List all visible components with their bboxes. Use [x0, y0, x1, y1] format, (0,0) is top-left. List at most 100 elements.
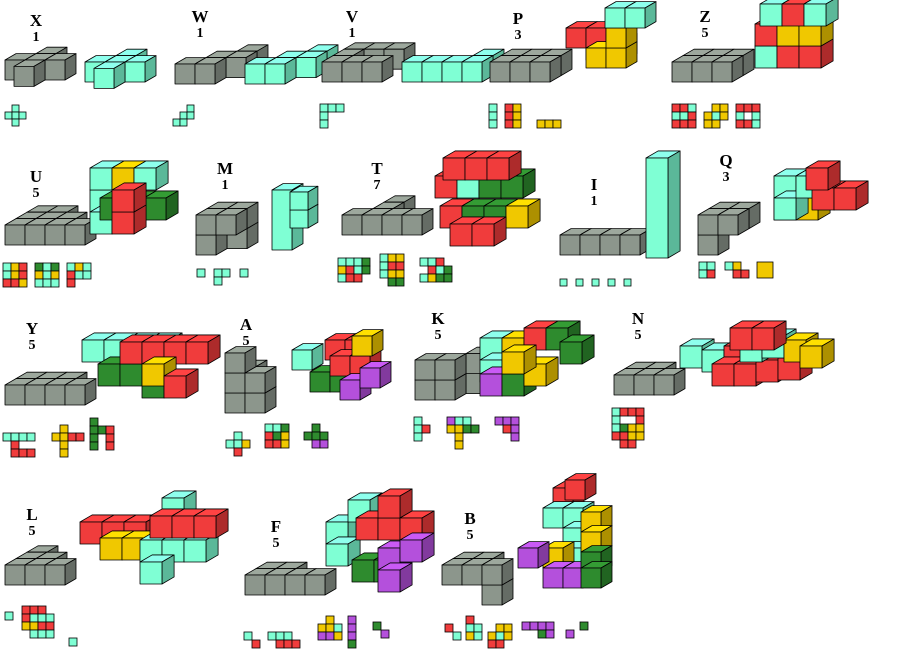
flat-k-2-cell-0: [446, 416, 456, 426]
flat-l-3: [68, 637, 78, 647]
piece-a-gray-cube-1-front: [224, 392, 246, 414]
flat-y-1-cell-0: [2, 432, 12, 442]
flat-b-1-cell-0: [444, 623, 454, 633]
flat-v-cell-0: [319, 103, 329, 113]
flat-t-1-cell-2: [353, 257, 363, 267]
flat-p-3-cell-1: [544, 119, 554, 129]
flat-t-3-cell-7: [427, 273, 437, 283]
flat-y-3-cell-3: [105, 425, 115, 435]
flat-y-1-cell-1: [10, 432, 20, 442]
flat-t-2-cell-0: [379, 253, 389, 263]
piece-v-gray-cube-6-front: [361, 61, 383, 83]
n-r2-front: [733, 363, 757, 387]
flat-u-3-cell-0: [66, 262, 76, 272]
piece-z-gray-cube-3-front: [671, 61, 693, 83]
flat-a-3-cell-3: [319, 431, 329, 441]
piece-i-gray-cube-1-front: [579, 234, 601, 256]
flat-m-2-cell-2: [213, 276, 223, 286]
flat-t-1: [337, 257, 371, 283]
b-p3-front: [562, 567, 584, 589]
n-a1-front: [679, 345, 703, 369]
flat-u-2: [34, 262, 60, 288]
piece-n-solution: [679, 320, 835, 387]
flat-m-3: [239, 268, 249, 278]
flat-z-2-cell-2: [703, 111, 713, 121]
flat-p-2-cell-4: [504, 119, 514, 129]
flat-m-2-cell-0: [213, 268, 223, 278]
flat-t-2-cell-2: [395, 253, 405, 263]
flat-q-3-cell-0: [756, 261, 774, 279]
flat-q-3: [756, 261, 774, 279]
piece-b-gray-cube-4-front: [461, 564, 483, 586]
flat-b-3-cell-5: [487, 639, 497, 649]
flat-n-1-cell-14: [619, 439, 629, 449]
b-g2-front: [580, 567, 602, 589]
piece-u-gray-cube-6-front: [24, 224, 46, 246]
flat-f-2-cell-1: [275, 631, 285, 641]
flat-u-1-cell-6: [2, 278, 12, 288]
flat-a-2-cell-0: [264, 423, 274, 433]
flat-b-4-cell-3: [545, 621, 555, 631]
piece-a-gray-cube-5-front: [224, 352, 246, 374]
flat-z-2-cell-5: [703, 119, 713, 129]
flat-i-5-cell-0: [623, 278, 632, 287]
piece-k-gray-cube-5-front: [434, 379, 456, 401]
flat-n-1-cell-1: [619, 407, 629, 417]
flat-k-2-cell-4: [454, 424, 464, 434]
flat-y-2-cell-4: [75, 432, 85, 442]
flat-b-3-cell-3: [495, 631, 505, 641]
flat-n-1-cell-9: [635, 423, 645, 433]
flat-b-2-cell-2: [473, 623, 483, 633]
piece-l-solution: [79, 490, 229, 585]
flat-i-4: [607, 278, 616, 287]
flat-t-2-cell-1: [387, 253, 397, 263]
flat-q-2-cell-0: [724, 261, 734, 271]
flat-a-3-cell-4: [311, 439, 321, 449]
flat-v: [319, 103, 345, 129]
flat-a-1-cell-4: [233, 447, 243, 457]
piece-v-aqua-cube-4-front: [461, 61, 483, 83]
flat-b-2-cell-3: [465, 631, 475, 641]
flat-a-1-cell-0: [233, 431, 243, 441]
piece-p-gray: [489, 48, 573, 83]
piece-k-gray-cube-7-front: [434, 359, 456, 381]
flat-u-1-cell-7: [10, 278, 20, 288]
f-p2-front: [399, 539, 423, 563]
flat-q-1-cell-2: [698, 269, 708, 279]
flat-k-2-cell-3: [446, 424, 456, 434]
flat-w-cell-3: [172, 118, 181, 127]
flat-z-2-cell-4: [719, 111, 729, 121]
flat-t-3: [419, 257, 453, 283]
flat-b-4-cell-1: [529, 621, 539, 631]
flat-k-3-cell-4: [510, 424, 520, 434]
piece-p-solution: [565, 1, 657, 69]
flat-b-4-cell-0: [521, 621, 531, 631]
flat-a-3-cell-0: [311, 423, 321, 433]
flat-i-1-cell-0: [559, 278, 568, 287]
flat-k-3: [494, 416, 520, 442]
flat-i-2: [575, 278, 584, 287]
piece-n-gray-cube-3-front: [633, 374, 655, 396]
piece-v-aqua-cube-1-front: [401, 61, 423, 83]
flat-b-2-cell-4: [473, 631, 483, 641]
flat-a-1: [225, 431, 251, 457]
piece-v-gray: [321, 42, 416, 83]
flat-b-3-cell-6: [495, 639, 505, 649]
t-y1-front: [505, 205, 529, 229]
flat-n-1-cell-10: [611, 431, 621, 441]
flat-v-cell-4: [319, 119, 329, 129]
flat-k-2: [446, 416, 480, 450]
piece-y-gray: [4, 371, 97, 406]
flat-w-cell-2: [186, 111, 195, 120]
u-g3-front: [143, 197, 167, 221]
flat-u-3-cell-2: [82, 262, 92, 272]
b-a1-front: [542, 507, 564, 529]
k-y3-front: [501, 351, 525, 375]
flat-z-3-cell-0: [735, 103, 745, 113]
flat-l-2-cell-1: [29, 605, 39, 615]
flat-z-1-cell-2: [687, 103, 697, 113]
q-r1-front: [811, 187, 835, 211]
